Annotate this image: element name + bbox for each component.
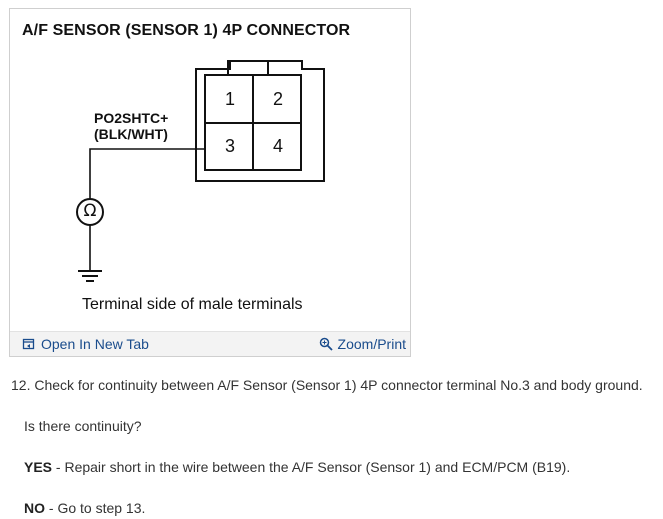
diagram-title: A/F SENSOR (SENSOR 1) 4P CONNECTOR	[22, 22, 351, 39]
figure-toolbar: Open In New Tab Zoom/Print	[10, 331, 410, 356]
ohm-symbol-text: Ω	[83, 201, 97, 221]
pin-4: 4	[272, 136, 283, 156]
answer-yes-text: - Repair short in the wire between the A…	[52, 459, 571, 475]
connector-housing	[195, 60, 325, 182]
answer-no-text: - Go to step 13.	[45, 500, 146, 516]
connector-drawing	[76, 60, 325, 282]
procedure-question: Is there continuity?	[24, 418, 142, 434]
magnifier-icon	[319, 337, 333, 351]
ground-symbol	[78, 270, 102, 282]
diagram-figure: A/F SENSOR (SENSOR 1) 4P CONNECTOR 1	[9, 8, 411, 357]
open-in-new-tab-link[interactable]: Open In New Tab	[22, 336, 149, 352]
connector-lock-tab	[227, 60, 269, 76]
answer-no-label: NO	[24, 500, 45, 516]
zoom-print-link[interactable]: Zoom/Print	[319, 336, 406, 352]
pin-3: 3	[224, 136, 235, 156]
pin-2: 2	[272, 89, 283, 109]
wire-label-color: (BLK/WHT)	[94, 126, 168, 142]
answer-yes: YES - Repair short in the wire between t…	[24, 459, 570, 475]
wire-po2shtc	[89, 148, 205, 199]
open-new-tab-icon	[22, 338, 35, 350]
answer-no: NO - Go to step 13.	[24, 500, 145, 516]
pin-1: 1	[224, 89, 235, 109]
zoom-print-label: Zoom/Print	[337, 336, 406, 352]
answer-yes-label: YES	[24, 459, 53, 475]
connector-diagram: A/F SENSOR (SENSOR 1) 4P CONNECTOR 1	[10, 9, 410, 331]
procedure-step: 12. Check for continuity between A/F Sen…	[11, 377, 643, 393]
wire-label-signal: PO2SHTC+	[94, 110, 169, 126]
open-in-new-tab-label: Open In New Tab	[41, 336, 149, 352]
diagram-caption: Terminal side of male terminals	[82, 296, 303, 313]
